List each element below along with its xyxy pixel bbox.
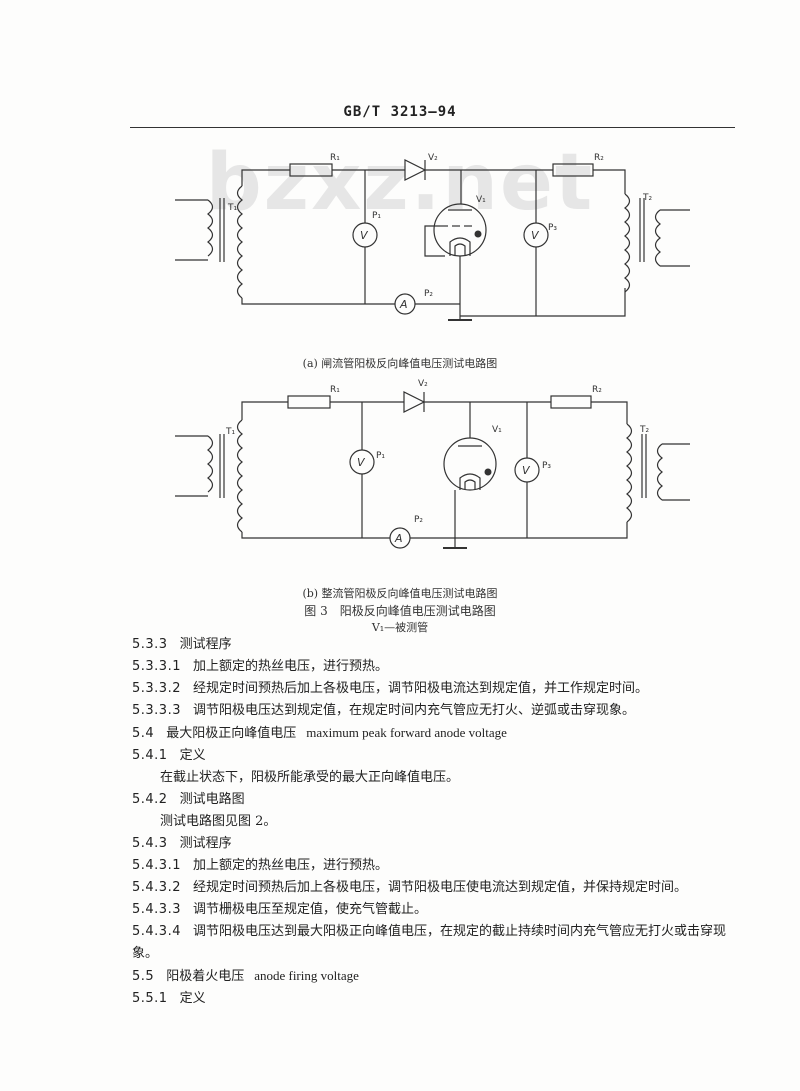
label-r1: R₁ xyxy=(330,385,340,395)
wires-a xyxy=(175,159,690,321)
voltmeter-p1-symbol: V xyxy=(357,456,366,469)
circuit-diagram-a: T₁ R₁ V₂ V₁ P₁ P₂ P₃ R₂ T₂ V A V xyxy=(175,153,690,321)
header-rule xyxy=(130,127,735,128)
wires-b xyxy=(175,391,690,549)
ammeter-p2-symbol: A xyxy=(399,298,408,311)
label-p1: P₁ xyxy=(376,451,385,461)
figure-note: V₁—被测管 xyxy=(371,621,429,634)
label-t1: T₁ xyxy=(225,427,235,437)
label-v2: V₂ xyxy=(428,153,438,163)
label-r2: R₂ xyxy=(592,385,602,395)
figure-a-caption: (a) 闸流管阳极反向峰值电压测试电路图 xyxy=(302,357,498,370)
clause-5-4-2-text: 测试电路图见图 2。 xyxy=(160,814,277,829)
label-p2: P₂ xyxy=(414,515,423,525)
label-p2: P₂ xyxy=(424,289,433,299)
label-p1: P₁ xyxy=(372,211,381,221)
label-v1: V₁ xyxy=(492,425,502,435)
figure-b-caption: (b) 整流管阳极反向峰值电压测试电路图 xyxy=(302,587,498,600)
clause-5-4-1-text: 在截止状态下，阳极所能承受的最大正向峰值电压。 xyxy=(160,770,460,785)
label-r2: R₂ xyxy=(594,153,604,163)
standard-code: GB/T 3213—94 xyxy=(343,104,457,120)
label-p3: P₃ xyxy=(548,223,557,233)
label-v2: V₂ xyxy=(418,379,428,389)
ammeter-p2-symbol: A xyxy=(394,532,403,545)
label-t2: T₂ xyxy=(639,425,649,435)
voltmeter-p3-symbol: V xyxy=(531,229,540,242)
label-r1: R₁ xyxy=(330,153,340,163)
voltmeter-p1-symbol: V xyxy=(360,229,369,242)
watermark: bzxz.net xyxy=(205,138,595,228)
label-p3: P₃ xyxy=(542,461,551,471)
voltmeter-p3-symbol: V xyxy=(522,464,531,477)
label-t1: T₁ xyxy=(227,203,237,213)
label-t2: T₂ xyxy=(642,193,652,203)
label-v1: V₁ xyxy=(476,195,486,205)
figure-title: 图 3 阳极反向峰值电压测试电路图 xyxy=(304,604,496,618)
circuit-diagram-b: T₁ R₁ V₂ V₁ P₁ P₂ P₃ R₂ T₂ V A V xyxy=(175,379,690,549)
